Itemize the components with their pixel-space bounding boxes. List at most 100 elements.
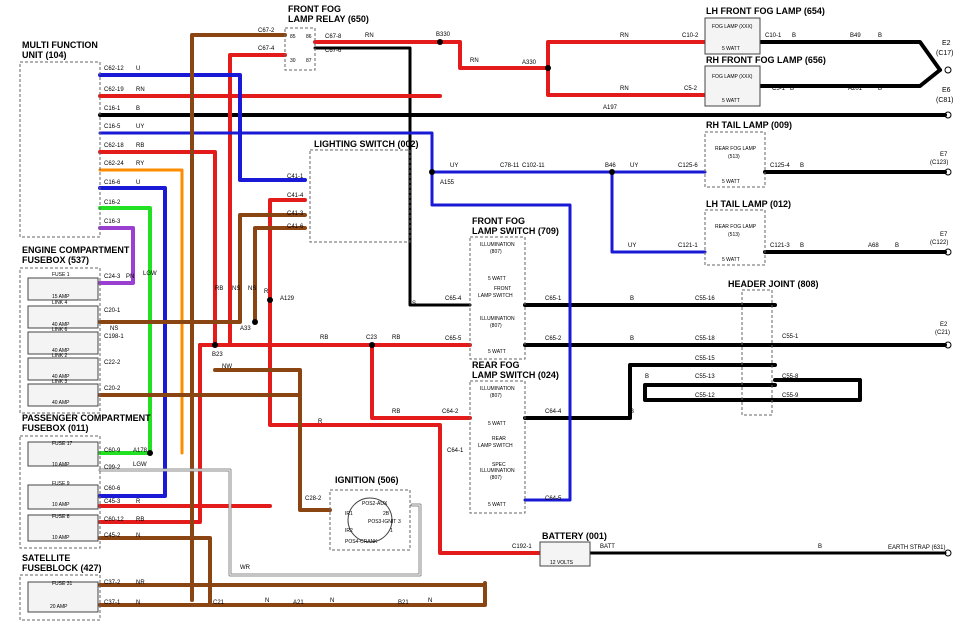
svg-text:C16-2: C16-2 bbox=[104, 200, 121, 206]
svg-text:(C81): (C81) bbox=[936, 97, 954, 104]
wire-c16-5 bbox=[98, 131, 572, 502]
wire-c16-6 bbox=[98, 186, 167, 498]
svg-text:UY: UY bbox=[630, 163, 638, 169]
svg-text:UY: UY bbox=[628, 243, 636, 249]
svg-text:C55-13: C55-13 bbox=[695, 374, 715, 380]
svg-text:LINK 2: LINK 2 bbox=[52, 353, 68, 359]
svg-text:3: 3 bbox=[398, 519, 401, 525]
svg-text:10 AMP: 10 AMP bbox=[52, 462, 70, 468]
svg-text:2B: 2B bbox=[383, 511, 390, 517]
wire-c62-24-ry bbox=[98, 168, 184, 455]
svg-text:BATT: BATT bbox=[600, 544, 615, 550]
svg-text:NS: NS bbox=[232, 286, 240, 292]
svg-text:A178: A178 bbox=[133, 448, 148, 454]
earth-symbols bbox=[944, 66, 952, 557]
relay-box bbox=[284, 27, 316, 71]
svg-text:B: B bbox=[878, 86, 882, 92]
svg-text:C23: C23 bbox=[366, 335, 378, 341]
svg-text:POS3-IGNIT: POS3-IGNIT bbox=[368, 519, 396, 525]
svg-text:C20-1: C20-1 bbox=[104, 308, 121, 314]
svg-text:C16-5: C16-5 bbox=[104, 124, 121, 130]
batt-box bbox=[539, 541, 591, 567]
svg-text:C41-3: C41-3 bbox=[287, 211, 304, 217]
ffsw-box bbox=[469, 236, 526, 360]
svg-text:E7: E7 bbox=[940, 152, 948, 158]
svg-text:C16-1: C16-1 bbox=[104, 106, 121, 112]
ignition-switch-icon bbox=[347, 497, 393, 543]
splice-labels: B330 A330 A197 B49 A201 B46 A155 A68 A12… bbox=[133, 32, 879, 606]
svg-text:B: B bbox=[645, 374, 649, 380]
svg-text:C65-4: C65-4 bbox=[445, 296, 462, 302]
svg-text:SPEC: SPEC bbox=[492, 462, 506, 468]
svg-text:LINK 6: LINK 6 bbox=[52, 327, 68, 333]
relay-title-2: LAMP RELAY (650) bbox=[288, 14, 369, 24]
svg-text:5 WATT: 5 WATT bbox=[722, 257, 740, 263]
svg-text:LGW: LGW bbox=[143, 271, 157, 277]
pcfb-title-2: FUSEBOX (011) bbox=[22, 423, 89, 433]
svg-text:A21: A21 bbox=[293, 600, 304, 606]
earth-icon bbox=[944, 66, 952, 74]
rhtail-box bbox=[704, 131, 766, 188]
svg-text:(807): (807) bbox=[490, 475, 502, 481]
svg-text:C125-4: C125-4 bbox=[770, 163, 790, 169]
earth-icon bbox=[944, 341, 952, 349]
svg-text:LGW: LGW bbox=[133, 462, 147, 468]
svg-text:FUSE 1: FUSE 1 bbox=[52, 272, 70, 278]
svg-text:ILLUMINATION: ILLUMINATION bbox=[480, 468, 515, 474]
wire-c62-18 bbox=[98, 150, 217, 347]
svg-text:RB: RB bbox=[215, 286, 223, 292]
svg-text:C5-2: C5-2 bbox=[684, 86, 698, 92]
wire-c45-2 bbox=[98, 536, 487, 607]
svg-text:C65-2: C65-2 bbox=[545, 336, 562, 342]
svg-text:15 AMP: 15 AMP bbox=[52, 294, 70, 300]
sat-title-2: FUSEBLOCK (427) bbox=[22, 563, 102, 573]
svg-text:C62-19: C62-19 bbox=[104, 87, 124, 93]
svg-text:(C17): (C17) bbox=[936, 50, 954, 57]
svg-text:5 WATT: 5 WATT bbox=[488, 502, 506, 508]
svg-text:10 AMP: 10 AMP bbox=[52, 502, 70, 508]
svg-text:A330: A330 bbox=[522, 60, 537, 66]
svg-text:B: B bbox=[630, 296, 634, 302]
lhtail-box bbox=[704, 209, 766, 266]
svg-text:ILLUMINATION: ILLUMINATION bbox=[480, 242, 515, 248]
svg-text:RB: RB bbox=[392, 335, 400, 341]
svg-text:RN: RN bbox=[470, 58, 479, 64]
svg-text:C16-3: C16-3 bbox=[104, 219, 121, 225]
svg-text:C64-1: C64-1 bbox=[447, 448, 464, 454]
svg-text:(807): (807) bbox=[490, 393, 502, 399]
wire-rh-fog-earth bbox=[758, 68, 942, 88]
wires bbox=[98, 33, 947, 607]
svg-text:R: R bbox=[264, 289, 269, 295]
fuse-elements bbox=[27, 277, 99, 613]
lhfog-title: LH FRONT FOG LAMP (654) bbox=[706, 6, 825, 16]
svg-text:20 AMP: 20 AMP bbox=[50, 604, 68, 610]
svg-text:E2: E2 bbox=[942, 40, 951, 47]
ecfb-title-2: FUSEBOX (537) bbox=[22, 255, 89, 265]
svg-text:C60-12: C60-12 bbox=[104, 517, 124, 523]
component-boxes bbox=[19, 17, 773, 621]
earth-icon bbox=[944, 549, 952, 557]
earth-labels: E2 (C17) E6 (C81) E7 (C123) E7 (C122) E2… bbox=[930, 40, 954, 336]
lighting-title: LIGHTING SWITCH (002) bbox=[314, 139, 419, 149]
svg-text:N: N bbox=[136, 533, 140, 539]
svg-text:RB: RB bbox=[392, 409, 400, 415]
mfu-title: MULTI FUNCTION bbox=[22, 40, 98, 50]
svg-text:E7: E7 bbox=[940, 232, 948, 238]
svg-text:RN: RN bbox=[136, 87, 145, 93]
fuse-labels: FUSE 1 15 AMP LINK 4 40 AMP LINK 6 40 AM… bbox=[50, 272, 73, 610]
svg-text:C41-4: C41-4 bbox=[287, 193, 304, 199]
svg-text:C67-2: C67-2 bbox=[258, 28, 275, 34]
svg-text:C99-2: C99-2 bbox=[104, 465, 121, 471]
mfu-box bbox=[19, 61, 101, 238]
svg-text:B23: B23 bbox=[212, 352, 223, 358]
svg-text:B: B bbox=[790, 86, 794, 92]
svg-text:C65-1: C65-1 bbox=[545, 296, 562, 302]
wire-uy-lh-tail bbox=[610, 170, 707, 254]
svg-text:(C123): (C123) bbox=[930, 160, 948, 166]
wire-lh-fog-earth bbox=[758, 40, 942, 72]
svg-text:C21: C21 bbox=[213, 600, 225, 606]
svg-text:40 AMP: 40 AMP bbox=[52, 374, 70, 380]
svg-text:RB: RB bbox=[320, 335, 328, 341]
rhfog-title: RH FRONT FOG LAMP (656) bbox=[706, 55, 826, 65]
svg-text:N: N bbox=[136, 600, 140, 606]
